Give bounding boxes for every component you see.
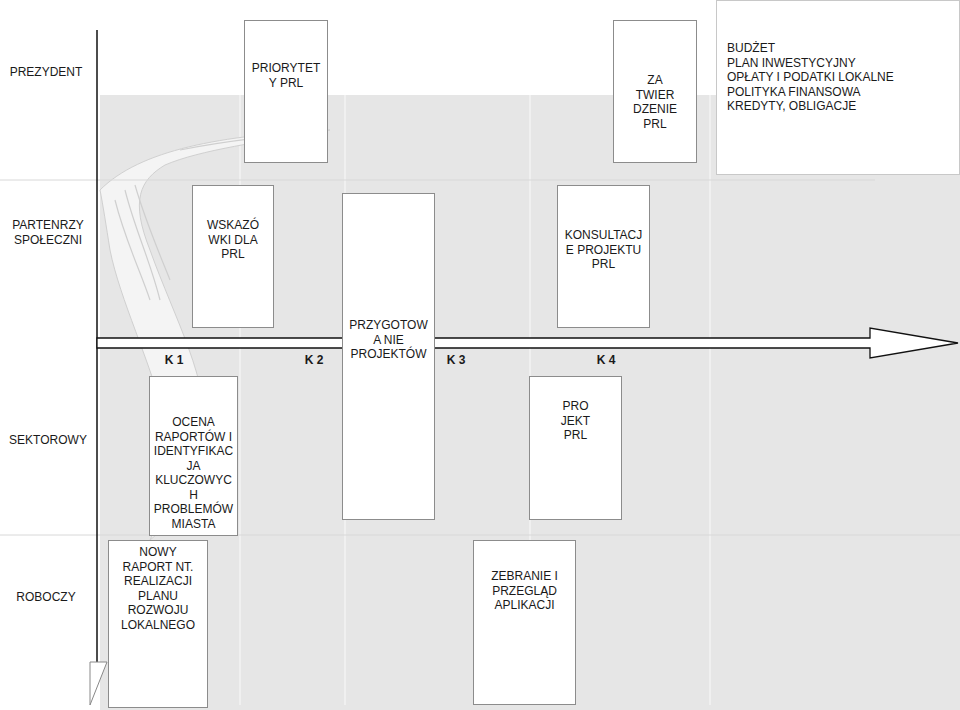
lane-label: SEKTOROWY — [2, 433, 94, 448]
axis-foot-mark — [90, 662, 107, 705]
lane-label: PARTENRZY SPOŁECZNI — [2, 218, 94, 247]
box-text: POLITYKA FINANSOWA — [727, 85, 949, 100]
box-text: PRZYGOTOWA NIE PROJEKTÓW — [347, 318, 431, 362]
box-text: WSKAZÓ WKI DLA PRL — [205, 218, 261, 262]
approval-box: ZA TWIER DZENIE PRL — [613, 20, 697, 163]
grey-ground — [100, 95, 960, 710]
box-text: PLAN INWESTYCYJNY — [727, 56, 949, 71]
box-text: ZA TWIER DZENIE PRL — [630, 73, 680, 131]
box-text: BUDŻET — [727, 41, 949, 56]
lane-divider — [0, 180, 875, 181]
column-guides — [240, 95, 710, 705]
time-axis-vertical — [96, 30, 98, 670]
box-text: ZEBRANIE I PRZEGLĄD APLIKACJI — [479, 569, 571, 613]
budget-panel: BUDŻETPLAN INWESTYCYJNYOPŁATY I PODATKI … — [716, 0, 960, 175]
box-text: PRO JEKT PRL — [556, 399, 596, 443]
priority-box: PRIORYTETY PRL — [244, 20, 328, 163]
draft-plan-box: PRO JEKT PRL — [529, 376, 622, 520]
box-text: KREDYTY, OBLIGACJE — [727, 99, 949, 114]
timeline-arrow — [97, 328, 958, 358]
box-text: NOWY RAPORT NT. REALIZACJI PLANU ROZWOJU… — [113, 545, 203, 632]
brush-swoosh — [100, 130, 330, 540]
assessment-box: OCENA RAPORTÓW I IDENTYFIKACJA KLUCZOWYC… — [149, 376, 238, 536]
project-prep-box: PRZYGOTOWA NIE PROJEKTÓW — [342, 193, 435, 520]
consultation-box: KONSULTACJE PROJEKTU PRL — [557, 185, 650, 328]
box-text: KONSULTACJE PROJEKTU PRL — [561, 228, 646, 272]
lane-label: ROBOCZY — [2, 590, 90, 605]
box-text: OPŁATY I PODATKI LOKALNE — [727, 70, 949, 85]
indicator-box: WSKAZÓ WKI DLA PRL — [192, 185, 274, 328]
milestone-label: K 3 — [442, 353, 470, 368]
meeting-box: ZEBRANIE I PRZEGLĄD APLIKACJI — [473, 540, 576, 705]
report-box: NOWY RAPORT NT. REALIZACJI PLANU ROZWOJU… — [108, 540, 208, 708]
box-text: OCENA RAPORTÓW I IDENTYFIKACJA KLUCZOWYC… — [152, 415, 235, 531]
milestone-label: K 4 — [592, 353, 620, 368]
milestone-label: K 2 — [300, 353, 328, 368]
milestone-label: K 1 — [160, 353, 188, 368]
lane-label: PREZYDENT — [2, 65, 90, 80]
lane-divider — [0, 535, 960, 536]
box-text: PRIORYTETY PRL — [249, 61, 323, 90]
